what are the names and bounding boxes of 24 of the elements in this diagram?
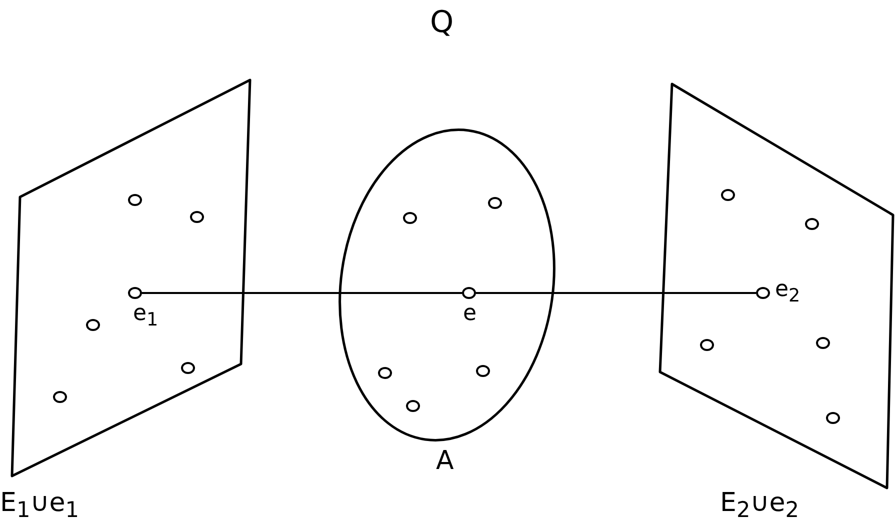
region-label: E$_{2}$∪e$_{2}$ — [720, 490, 800, 522]
point-circle — [406, 400, 420, 412]
point-circle — [181, 362, 195, 374]
point-circle — [805, 218, 819, 230]
point-circle — [128, 194, 142, 206]
point-circle — [53, 391, 67, 403]
point-circle — [826, 412, 840, 424]
diagram-title: Q — [430, 8, 454, 38]
point-label: e — [463, 303, 477, 325]
point-circle — [476, 365, 490, 377]
point-circle — [700, 339, 714, 351]
region-label: A — [436, 448, 454, 474]
point-circle — [721, 189, 735, 201]
point-label: e$_{2}$ — [775, 279, 800, 306]
connecting-line — [476, 292, 756, 294]
point-circle — [86, 319, 100, 331]
point-circle — [816, 337, 830, 349]
connecting-line — [142, 292, 462, 294]
point-label: e$_{1}$ — [133, 303, 158, 330]
point-circle — [190, 211, 204, 223]
point-circle — [378, 367, 392, 379]
point-circle — [403, 212, 417, 224]
region-label: E$_{1}$∪e$_{1}$ — [0, 490, 80, 522]
point-circle — [488, 197, 502, 209]
